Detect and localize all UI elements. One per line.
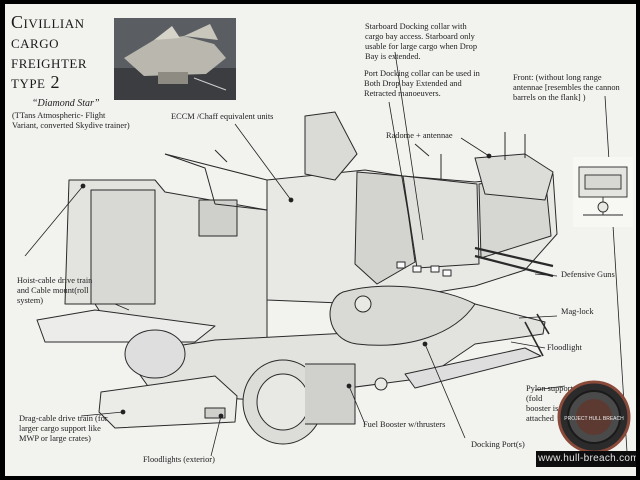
label-defensive-guns: Defensive Guns bbox=[561, 270, 615, 279]
site-watermark: www.hull-breach.com bbox=[536, 451, 636, 467]
render-thumbnail bbox=[114, 18, 236, 100]
label-floodlights-exterior: Floodlights (exterior) bbox=[143, 455, 215, 464]
label-floodlight: Floodlight bbox=[547, 343, 582, 352]
freighter-drawing bbox=[24, 51, 628, 457]
label-drag-cable: Drag-cable drive train (for larger cargo… bbox=[19, 414, 108, 443]
label-fuel-booster: Fuel Booster w/thrusters bbox=[363, 420, 446, 429]
label-pylon-support: Pylon support. (fold booster is attached bbox=[526, 384, 575, 423]
concept-sheet: Civillian cargo freighter type 2 “Diamon… bbox=[5, 4, 636, 476]
page-title: Civillian cargo freighter type 2 bbox=[11, 12, 87, 92]
label-docking-ports: Docking Port(s) bbox=[471, 440, 525, 449]
label-radome: Radome + antennae bbox=[386, 131, 453, 140]
label-hoist-cable: Hoist-cable drive train and Cable mount(… bbox=[17, 276, 93, 305]
svg-text:PROJECT HULL BREACH: PROJECT HULL BREACH bbox=[564, 416, 624, 422]
ship-name: “Diamond Star” bbox=[32, 98, 100, 109]
project-badge-logo: PROJECT HULL BREACH bbox=[557, 380, 631, 454]
front-view-inset bbox=[573, 157, 633, 227]
label-mag-lock: Mag-lock bbox=[561, 307, 594, 316]
variant-note: (TTans Atmospheric- Flight Variant, conv… bbox=[12, 111, 130, 130]
label-front-view: Front: (without long range antennae [res… bbox=[513, 73, 620, 102]
label-eccm: ECCM /Chaff equivalent units bbox=[171, 112, 274, 121]
label-port-collar: Port Docking collar can be used in Both … bbox=[364, 69, 480, 98]
label-starboard-collar: Starboard Docking collar with cargo bay … bbox=[365, 22, 478, 61]
